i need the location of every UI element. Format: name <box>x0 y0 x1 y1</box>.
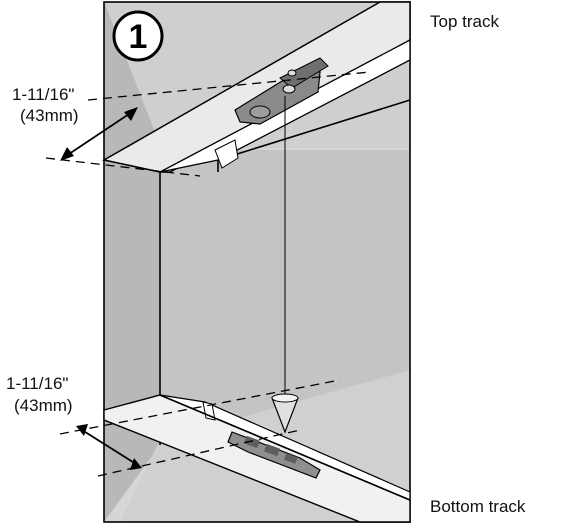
plumb-bob <box>271 393 299 434</box>
bottom-measure-imperial: 1-11/16" <box>6 374 68 393</box>
bottom-track-rail <box>103 394 411 523</box>
bottom-measure-metric: (43mm) <box>14 396 73 415</box>
top-track-label: Top track <box>430 12 499 31</box>
frame-outline <box>103 1 411 523</box>
top-measure-imperial: 1-11/16" <box>12 85 74 104</box>
bottom-track-label: Bottom track <box>430 497 526 516</box>
top-measure-guides <box>45 71 371 177</box>
bottom-measure-guides <box>59 379 341 477</box>
top-measure-metric: (43mm) <box>20 106 79 125</box>
step-number-badge: 1 <box>112 10 164 62</box>
step-number: 1 <box>129 18 148 56</box>
